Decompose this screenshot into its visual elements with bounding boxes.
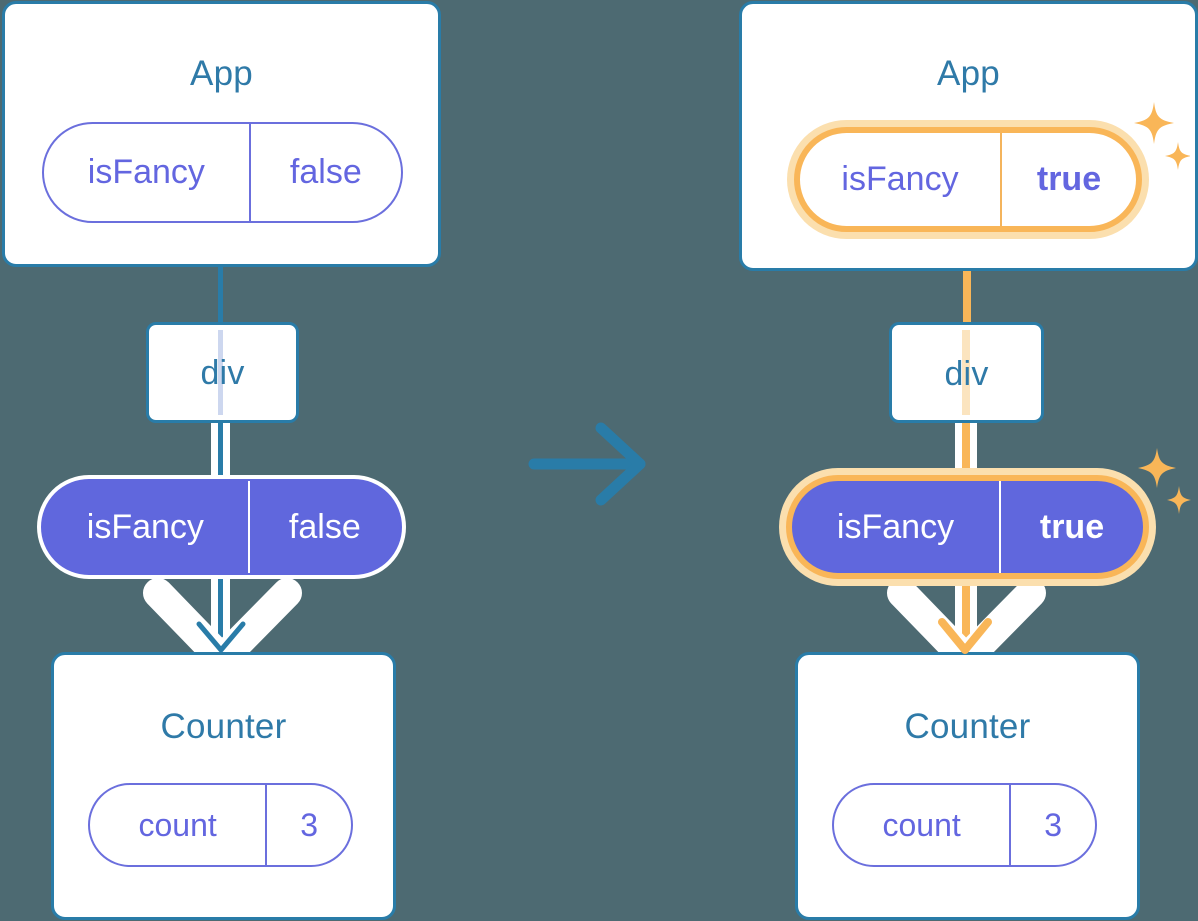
state-pill-key-after: isFancy	[841, 160, 959, 198]
sparkles-icon-app-after	[1134, 102, 1190, 170]
arrowhead-orange-after	[938, 618, 992, 654]
sparkles-icon-prop-after	[1138, 448, 1191, 514]
counter-card-title-before: Counter	[160, 707, 287, 746]
div-node-label-after: div	[944, 355, 989, 393]
connector-app-to-div-before	[218, 218, 223, 328]
state-pill-isfancy-after[interactable]: isFancy true	[794, 127, 1142, 232]
counter-card-title-after: Counter	[904, 707, 1031, 746]
state-pill-count-key-before: count	[138, 806, 217, 843]
prop-pill-isfancy-after[interactable]: isFancy true	[786, 475, 1149, 579]
arrowhead-blue-before	[196, 621, 246, 653]
connector-through-div-before	[218, 330, 223, 415]
app-card-title-before: App	[190, 54, 253, 93]
arrow-right-icon	[528, 422, 646, 506]
div-node-label-before: div	[200, 354, 245, 392]
state-pill-value-after: true	[1000, 133, 1136, 226]
prop-pill-key-before: isFancy	[86, 507, 204, 546]
connector-app-to-div-after	[963, 222, 971, 330]
state-pill-count-key-after: count	[882, 806, 961, 843]
state-pill-count-value-before: 3	[265, 785, 351, 865]
prop-pill-isfancy-before[interactable]: isFancy false	[41, 479, 402, 575]
connector-through-div-after	[962, 330, 970, 415]
state-pill-count-after[interactable]: count 3	[832, 783, 1097, 867]
state-pill-value-before: false	[248, 124, 401, 221]
state-pill-count-value-after: 3	[1009, 785, 1095, 865]
state-pill-count-before[interactable]: count 3	[88, 783, 353, 867]
prop-pill-value-after: true	[999, 481, 1143, 573]
state-pill-key-before: isFancy	[87, 153, 205, 191]
state-pill-isfancy-before[interactable]: isFancy false	[42, 122, 403, 223]
prop-pill-value-before: false	[247, 481, 400, 573]
app-card-title-after: App	[937, 54, 1000, 93]
prop-pill-key-after: isFancy	[836, 507, 955, 546]
